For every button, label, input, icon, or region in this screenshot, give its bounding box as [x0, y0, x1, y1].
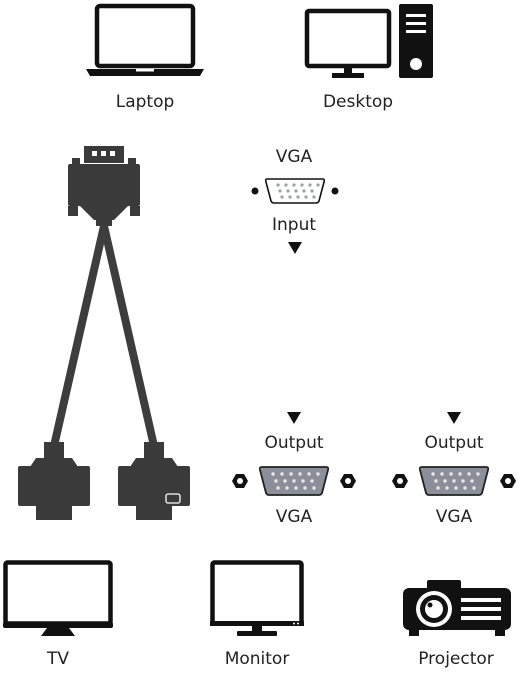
vga-female-connector-left	[18, 442, 90, 520]
input-port-bottom-label: Input	[271, 215, 317, 235]
vga-male-connector-top	[68, 146, 140, 226]
vga-output-port-1-icon	[232, 466, 356, 496]
monitor-label: Monitor	[224, 649, 290, 669]
vga-input-port-icon	[251, 178, 339, 204]
input-port-top-label: VGA	[275, 147, 313, 167]
desktop-icon	[304, 4, 433, 78]
tv-icon	[3, 560, 113, 636]
vga-female-connector-right	[118, 442, 190, 520]
arrow-down-icon	[287, 412, 301, 424]
output-2-bottom-label: VGA	[435, 507, 473, 527]
laptop-icon	[86, 3, 204, 76]
projector-label: Projector	[418, 649, 494, 669]
tv-label: TV	[46, 649, 69, 669]
desktop-label: Desktop	[322, 92, 394, 112]
vga-output-port-2-icon	[392, 466, 516, 496]
laptop-label: Laptop	[115, 92, 175, 112]
arrow-down-icon	[288, 242, 302, 254]
output-1-top-label: Output	[264, 433, 324, 453]
projector-icon	[403, 580, 511, 636]
vga-y-splitter-cable	[18, 146, 190, 520]
monitor-icon	[210, 560, 304, 636]
output-2-top-label: Output	[424, 433, 484, 453]
output-1-bottom-label: VGA	[275, 507, 313, 527]
arrow-down-icon	[447, 412, 461, 424]
